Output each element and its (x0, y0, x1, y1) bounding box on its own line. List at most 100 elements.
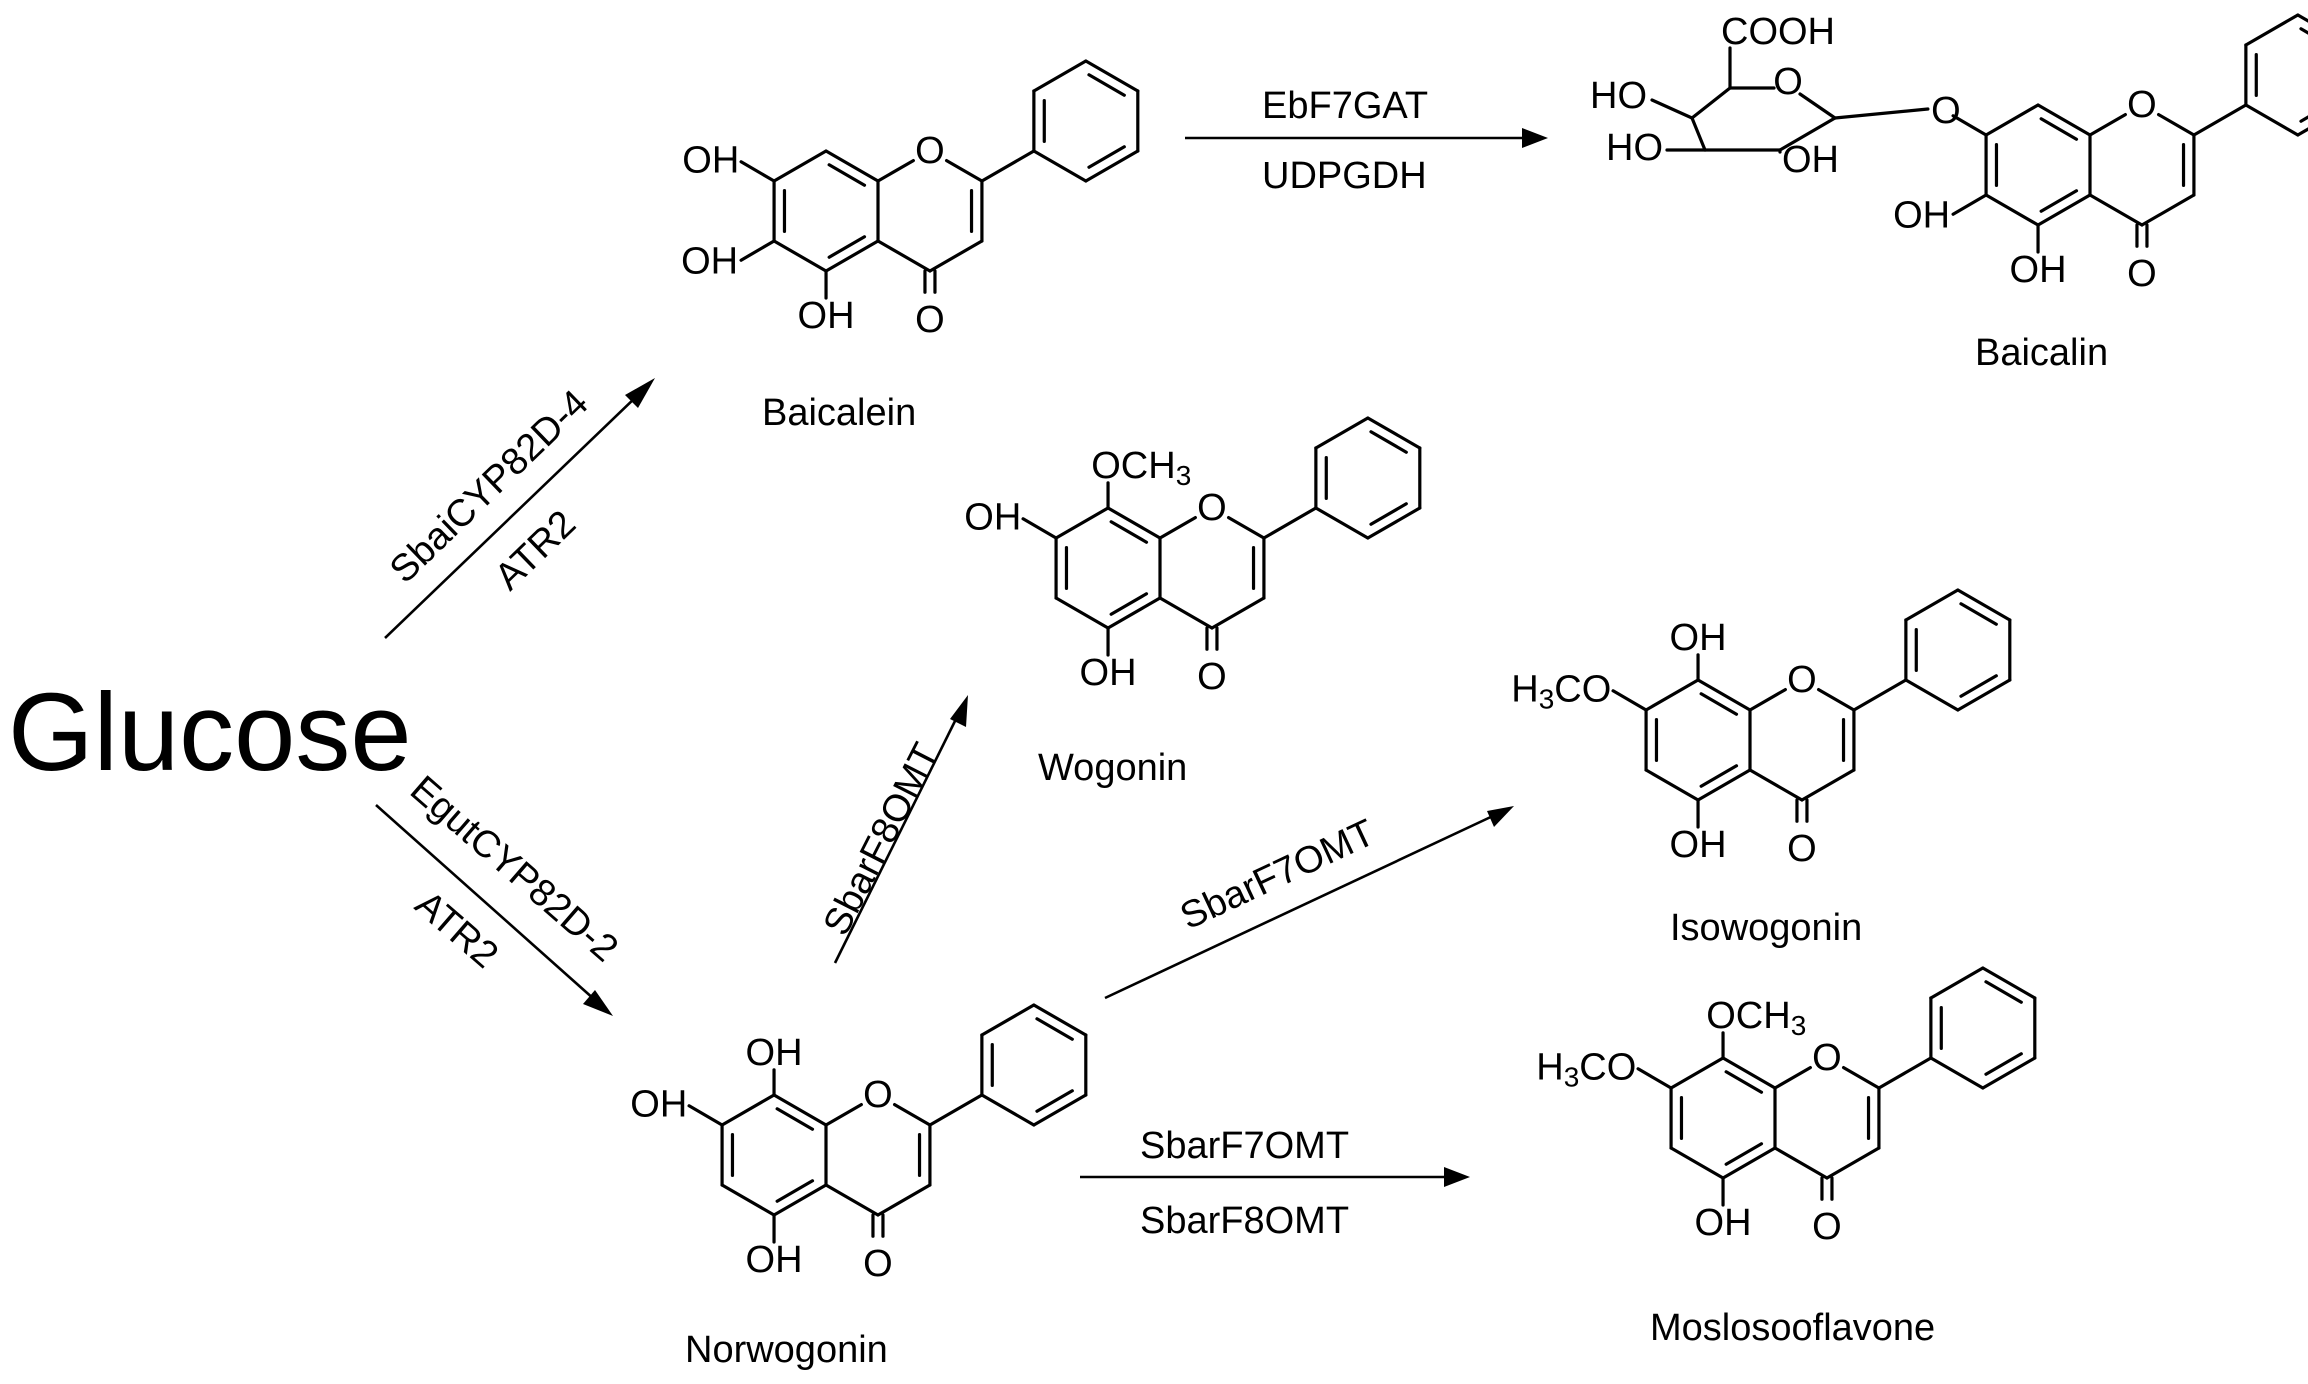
ring-c-bond (2088, 112, 2127, 137)
double-bond-line (1035, 1017, 1074, 1041)
compound-name-moslosooflavone: Moslosooflavone (1650, 1307, 1935, 1349)
ring-a-bond (1984, 193, 2040, 227)
ring-c-bond (1210, 596, 1266, 630)
phenyl-link-bond (980, 149, 1036, 183)
ring-b-bond (1032, 59, 1088, 93)
ring-a-bond (1644, 678, 1700, 712)
glycosidic-oxygen-label: O (1931, 90, 1961, 132)
reaction-arrow-glucose-baicalein: SbaiCYP82D-4 ATR2 (382, 378, 655, 639)
ring-a-bond (2036, 193, 2092, 227)
ring-c-bond (876, 159, 915, 183)
ring-b-bond (1904, 588, 1960, 622)
oh2-label: OH (1782, 139, 1839, 181)
ring-c-bond (824, 1102, 863, 1127)
carbonyl-oxygen-label: O (1787, 828, 1817, 870)
reaction-arrow-norwogonin-moslosooflavone: SbarF7OMT SbarF8OMT (1080, 1125, 1470, 1242)
oh5-label: OH (798, 295, 855, 337)
oh7-label: OH (964, 497, 1021, 539)
enzyme-label-sbarf7omt-a: SbarF7OMT (1174, 812, 1381, 938)
enzyme-label-udpgdh: UDPGDH (1262, 155, 1427, 197)
oh6-label: OH (681, 240, 738, 282)
ring-c-bond (892, 1102, 932, 1127)
double-bond-line (1984, 980, 2023, 1004)
ring-b-bond (1032, 1093, 1088, 1127)
ring-a-bond (720, 1183, 776, 1217)
carbonyl-oxygen-label: O (1812, 1206, 1842, 1248)
ring-oxygen-label: O (2127, 84, 2157, 126)
oh6-bond (1951, 193, 1988, 216)
ring-c-bond (2088, 193, 2144, 227)
ring-a-bond (772, 239, 828, 273)
ring-oxygen-label: O (1197, 487, 1227, 529)
double-bond-line (1699, 764, 1739, 788)
double-bond-line (775, 1107, 815, 1131)
double-bond-line (1984, 1052, 2023, 1076)
ring-b-bond (1366, 416, 1422, 450)
double-bond-line (1035, 1089, 1074, 1113)
ring-c-bond (1816, 687, 1856, 712)
ho4-bond (1650, 98, 1694, 120)
ring-oxygen-label: O (863, 1074, 893, 1116)
ring-a-bond (720, 1093, 776, 1127)
sub7-bond (687, 1104, 724, 1127)
oh5-label: OH (2010, 249, 2067, 291)
phenyl-link-bond (1852, 678, 1908, 712)
ring-a-bond (772, 1093, 828, 1127)
ring-b-bond (1981, 966, 2037, 1000)
double-bond-line (1724, 1142, 1764, 1166)
reaction-arrow-glucose-norwogonin: EgutCYP82D-2 ATR2 (375, 768, 626, 1016)
ring-b-bond (1929, 1056, 1985, 1090)
sub7-bond (1951, 114, 1988, 137)
oh5-label: OH (1670, 824, 1727, 866)
ring-oxygen-label: O (915, 130, 945, 172)
double-bond-line (1087, 73, 1126, 97)
compound-name-isowogonin: Isowogonin (1670, 907, 1862, 949)
ring-a-bond (1106, 506, 1162, 540)
oh6-bond (739, 239, 776, 262)
carbonyl-oxygen-label: O (863, 1243, 893, 1285)
h3co7-label: H3CO (1511, 669, 1611, 715)
enzyme-label-sbarf8omt-a: SbarF8OMT (816, 737, 948, 942)
ring-oxygen-label: O (1812, 1037, 1842, 1079)
ring-c-bond (1773, 1065, 1812, 1090)
double-bond-line (2299, 27, 2308, 35)
double-bond-line (1959, 602, 1998, 626)
ring-c-bond (1773, 1146, 1829, 1180)
double-bond-line (2299, 115, 2308, 123)
reaction-arrow-norwogonin-isowogonin: SbarF7OMT (1104, 806, 1514, 1000)
carbonyl-oxygen-label: O (2127, 253, 2157, 295)
sugar-ring-bond (1798, 92, 1837, 120)
ring-b-bond (2296, 13, 2308, 23)
carbonyl-oxygen-label: O (1197, 656, 1227, 698)
compound-name-norwogonin: Norwogonin (685, 1329, 888, 1371)
sub7-bond (1021, 517, 1058, 540)
sub7-bond (1636, 1067, 1673, 1090)
ring-b-bond (2296, 127, 2308, 137)
ho4-label: HO (1590, 75, 1647, 117)
enzyme-label-ebf7gat: EbF7GAT (1262, 85, 1428, 127)
enzyme-label-egutcyp82d2: EgutCYP82D-2 (402, 768, 626, 970)
double-bond-line (827, 235, 867, 259)
enzyme-label-sbaicyp82d4: SbaiCYP82D-4 (382, 382, 597, 591)
ring-c-bond (928, 239, 984, 273)
ring-b-bond (1981, 1056, 2037, 1090)
ring-a-bond (1669, 1056, 1725, 1090)
ring-c-bond (2140, 193, 2196, 227)
phenyl-link-bond (1262, 506, 1318, 540)
oh8-label: OH (746, 1032, 803, 1074)
ring-c-bond (1748, 768, 1804, 802)
och3-8-label: OCH3 (1091, 445, 1191, 491)
ring-b-bond (1032, 149, 1088, 183)
cooh-label: COOH (1721, 11, 1835, 53)
sub7-bond (1611, 689, 1648, 712)
ring-oxygen-label: O (1787, 659, 1817, 701)
phenyl-link-bond (1877, 1056, 1933, 1090)
ring-b-bond (1314, 416, 1370, 450)
reaction-arrow-norwogonin-wogonin: SbarF8OMT (816, 695, 968, 964)
oh5-label: OH (1080, 652, 1137, 694)
double-bond-line (1087, 145, 1126, 169)
ring-b-bond (2244, 103, 2300, 137)
